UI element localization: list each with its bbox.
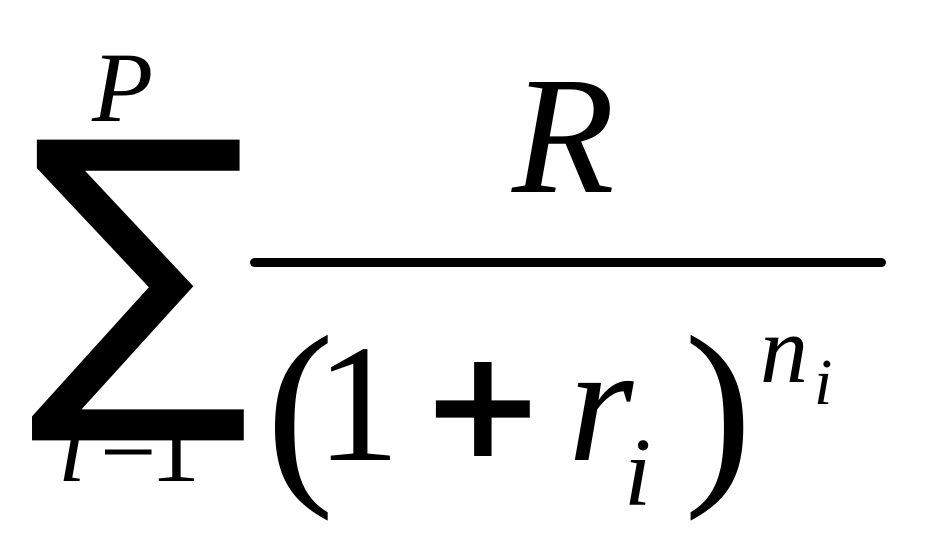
plus-sign: + xyxy=(420,318,546,492)
rate-subscript: i xyxy=(624,419,652,527)
fraction-numerator: R xyxy=(512,43,615,229)
summation-lower-limit: 1 xyxy=(150,392,200,503)
summation-index: i xyxy=(58,392,86,503)
summation-equals: = xyxy=(100,386,157,497)
close-parenthesis: ) xyxy=(684,295,753,522)
rate-variable: r xyxy=(568,311,634,497)
fraction-bar xyxy=(250,258,886,267)
denominator-one: 1 xyxy=(316,311,400,497)
exponent-subscript: i xyxy=(814,346,833,419)
exponent-variable: n xyxy=(760,296,808,403)
summation-symbol: ∑ xyxy=(28,71,251,455)
summation-upper-limit: P xyxy=(92,32,154,143)
open-parenthesis: ( xyxy=(266,295,335,522)
